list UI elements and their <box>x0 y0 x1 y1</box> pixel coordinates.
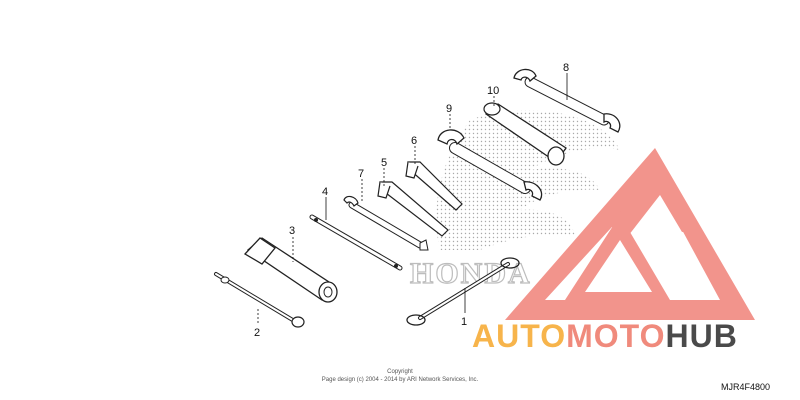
part-1-tool <box>406 257 520 326</box>
part-5-tool <box>377 181 449 237</box>
copyright-line-2: Page design (c) 2004 - 2014 by ARI Netwo… <box>321 377 479 383</box>
part-8-tool <box>513 68 621 133</box>
callout-8: 8 <box>563 62 569 74</box>
wordmark-hub: HUB <box>665 318 738 354</box>
copyright-line-1: Copyright <box>387 369 413 375</box>
leader-lines <box>257 73 568 323</box>
callout-9: 9 <box>446 103 452 115</box>
callout-4: 4 <box>322 186 328 198</box>
copyright-notice: Copyright Page design (c) 2004 - 2014 by… <box>300 368 500 384</box>
callout-1: 1 <box>461 316 467 328</box>
callouts: 1 2 3 4 5 6 7 8 9 10 <box>254 62 569 339</box>
callout-2: 2 <box>254 327 260 339</box>
part-6-tool <box>405 161 463 211</box>
part-4-tool <box>309 214 403 271</box>
callout-5: 5 <box>381 157 387 169</box>
honda-watermark-text: HONDA <box>409 256 532 290</box>
automotohub-logo-icon <box>505 148 755 320</box>
part-9-tool <box>437 129 543 201</box>
svg-text:HONDA: HONDA <box>410 257 532 290</box>
part-7-tool <box>343 195 429 251</box>
diagram-code: MJR4F4800 <box>720 382 770 392</box>
callout-6: 6 <box>411 135 417 147</box>
part-2-tool <box>214 272 305 328</box>
wordmark-moto: MOTO <box>566 318 666 354</box>
honda-wing-watermark <box>436 110 620 250</box>
wordmark-auto: AUTO <box>472 318 567 354</box>
automotohub-wordmark: AUTOMOTOHUB <box>472 318 738 355</box>
part-10-tool <box>483 102 567 166</box>
callout-10: 10 <box>487 85 499 97</box>
part-3-tool <box>243 237 338 303</box>
callout-3: 3 <box>289 225 295 237</box>
callout-7: 7 <box>358 168 364 180</box>
